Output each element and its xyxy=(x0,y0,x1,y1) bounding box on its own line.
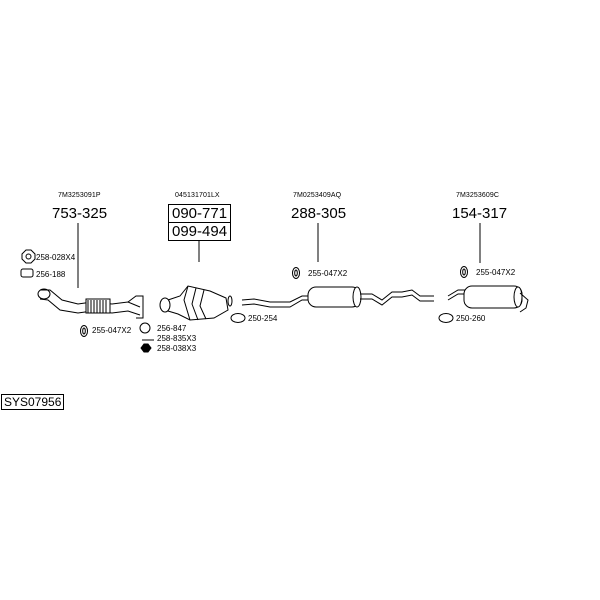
oem-number-rear-silencer: 7M3253609C xyxy=(456,192,500,199)
accessory-label-255-047x2-rear[interactable]: 255-047X2 xyxy=(476,268,516,277)
part-number-288-305[interactable]: 288-305 xyxy=(291,205,347,222)
rear-silencer-drawing xyxy=(447,285,529,313)
accessory-icons xyxy=(20,249,468,353)
oem-number-middle-silencer: 7M0253409AQ xyxy=(293,192,342,199)
accessory-label-255-047x2[interactable]: 255-047X2 xyxy=(92,326,132,335)
accessory-label-258-028x4[interactable]: 258-028X4 xyxy=(36,253,76,262)
accessory-label-258-038x3[interactable]: 258-038X3 xyxy=(157,344,197,353)
accessory-label-256-847[interactable]: 256-847 xyxy=(157,324,187,333)
part-number-099-494[interactable]: 099-494 xyxy=(168,222,232,241)
part-number-090-771[interactable]: 090-771 xyxy=(168,204,232,223)
accessory-label-250-260[interactable]: 250-260 xyxy=(456,314,486,323)
oem-number-catalytic-converter: 045131701LX xyxy=(175,192,220,199)
accessory-label-258-835x3[interactable]: 258-835X3 xyxy=(157,334,197,343)
accessory-label-255-047x2-middle[interactable]: 255-047X2 xyxy=(308,269,348,278)
diagram-code-label: SYS07956 xyxy=(1,394,65,410)
part-number-753-325[interactable]: 753-325 xyxy=(52,205,108,222)
part-number-154-317[interactable]: 154-317 xyxy=(452,205,508,222)
middle-silencer-drawing xyxy=(241,286,434,308)
accessory-label-256-188[interactable]: 256-188 xyxy=(36,270,66,279)
front-pipe-drawing xyxy=(37,288,144,319)
oem-number-front-pipe: 7M3253091P xyxy=(58,192,101,199)
catalytic-converter-drawing xyxy=(159,285,233,321)
accessory-label-250-254[interactable]: 250-254 xyxy=(248,314,278,323)
